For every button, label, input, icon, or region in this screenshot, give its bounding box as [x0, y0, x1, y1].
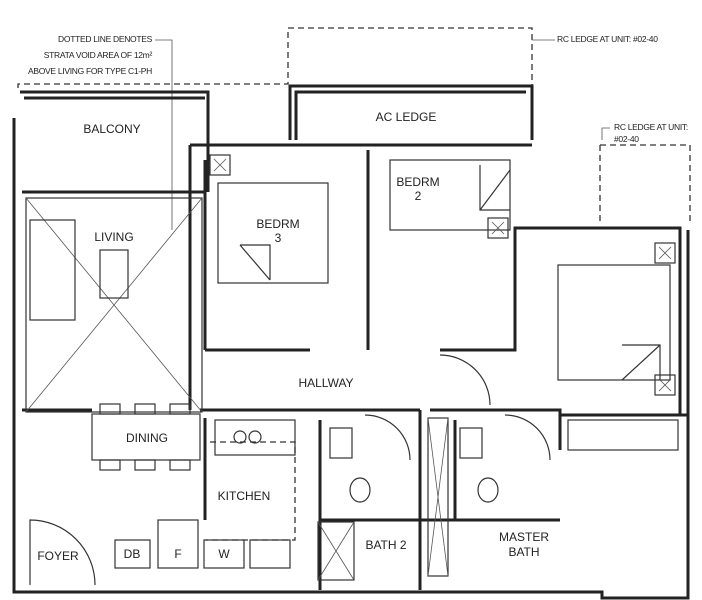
label-db: DB	[124, 547, 141, 561]
strata-void-outline	[17, 27, 691, 225]
void-note-line3: ABOVE LIVING FOR TYPE C1-PH	[28, 66, 152, 76]
room-label-bedroom3-num: 3	[275, 231, 282, 245]
rc-ledge-right-note-1: RC LEDGE AT UNIT:	[614, 122, 688, 132]
room-label-master-bath-2: BATH	[508, 545, 539, 559]
leader-lines	[155, 39, 610, 230]
rc-ledge-top-note: RC LEDGE AT UNIT: #02-40	[557, 34, 658, 44]
room-label-dining: DINING	[126, 431, 168, 445]
label-washer: W	[218, 547, 230, 561]
room-label-bath2: BATH 2	[365, 538, 406, 552]
label-fridge: F	[174, 547, 181, 561]
room-label-bedroom3: BEDRM	[256, 217, 299, 231]
void-cross	[25, 197, 203, 413]
room-label-foyer: FOYER	[37, 549, 79, 563]
void-note-line1: DOTTED LINE DENOTES	[58, 34, 153, 44]
room-label-master-bath: MASTER	[499, 530, 549, 544]
void-note-line2: STRATA VOID AREA OF 12m²	[44, 50, 153, 60]
rc-ledge-right-note-2: #02-40	[614, 134, 639, 144]
room-label-hallway: HALLWAY	[298, 376, 353, 390]
room-label-bedroom2: BEDRM	[396, 175, 439, 189]
room-label-kitchen: KITCHEN	[218, 489, 271, 503]
room-label-living: LIVING	[94, 230, 133, 244]
furniture	[29, 154, 679, 586]
room-label-bedroom2-num: 2	[415, 189, 422, 203]
room-label-ac-ledge: AC LEDGE	[376, 110, 437, 124]
walls	[12, 84, 690, 600]
room-label-balcony: BALCONY	[83, 122, 140, 136]
